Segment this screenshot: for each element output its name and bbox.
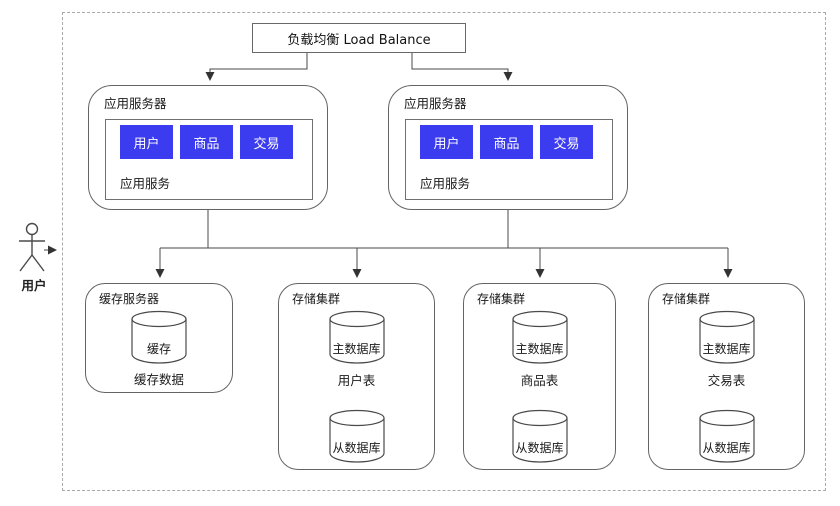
slave-db-cylinder: 从数据库: [511, 409, 568, 463]
user-actor-icon: [19, 222, 45, 272]
app-server-title: 应用服务器: [104, 96, 167, 111]
storage-title: 缓存服务器: [99, 292, 160, 306]
service-panel-label: 应用服务: [120, 176, 171, 191]
service-row: 用户 商品 交易: [420, 125, 593, 159]
cache-server-node: 缓存服务器 缓存 缓存数据: [85, 283, 233, 393]
user-actor: 用户: [12, 222, 56, 294]
database-cylinder-icon: [511, 310, 568, 364]
database-cylinder-icon: [511, 409, 568, 463]
storage-caption: 用户表: [337, 373, 376, 388]
service-chip-product: 商品: [480, 125, 533, 159]
database-cylinder-icon: [328, 310, 385, 364]
database-cylinder-icon: [328, 409, 385, 463]
cylinder-label: 从数据库: [515, 441, 564, 455]
storage-caption: 交易表: [707, 373, 746, 388]
app-server-node-1: 应用服务器 用户 商品 交易 应用服务: [88, 85, 328, 210]
app-server-title: 应用服务器: [404, 96, 467, 111]
service-chip-user: 用户: [120, 125, 173, 159]
service-chip-trade: 交易: [540, 125, 593, 159]
storage-title: 存储集群: [292, 292, 341, 306]
storage-caption: 商品表: [520, 373, 559, 388]
app-server-node-2: 应用服务器 用户 商品 交易 应用服务: [388, 85, 628, 210]
database-cylinder-icon: [131, 310, 187, 364]
database-cylinder-icon: [698, 409, 755, 463]
storage-cluster-node-trades: 存储集群 主数据库 交易表 从数据库: [648, 283, 805, 470]
service-chip-product: 商品: [180, 125, 233, 159]
load-balancer-label: 负载均衡 Load Balance: [287, 32, 431, 48]
cylinder-label: 从数据库: [702, 441, 751, 455]
storage-cluster-node-users: 存储集群 主数据库 用户表 从数据库: [278, 283, 435, 470]
load-balancer-node: 负载均衡 Load Balance: [252, 23, 466, 53]
slave-db-cylinder: 从数据库: [698, 409, 755, 463]
master-db-cylinder: 主数据库: [511, 310, 568, 364]
cylinder-label: 主数据库: [332, 342, 381, 356]
actor-label: 用户: [21, 278, 47, 293]
master-db-cylinder: 主数据库: [328, 310, 385, 364]
storage-caption: 缓存数据: [133, 372, 184, 387]
cache-cylinder: 缓存: [131, 310, 187, 364]
storage-title: 存储集群: [477, 292, 526, 306]
master-db-cylinder: 主数据库: [698, 310, 755, 364]
slave-db-cylinder: 从数据库: [328, 409, 385, 463]
cylinder-label: 主数据库: [702, 342, 751, 356]
service-chip-user: 用户: [420, 125, 473, 159]
service-chip-trade: 交易: [240, 125, 293, 159]
service-panel-label: 应用服务: [420, 176, 471, 191]
service-panel: 用户 商品 交易 应用服务: [105, 119, 313, 200]
service-row: 用户 商品 交易: [120, 125, 293, 159]
service-panel: 用户 商品 交易 应用服务: [405, 119, 613, 200]
cylinder-label: 缓存: [146, 342, 172, 356]
storage-cluster-node-products: 存储集群 主数据库 商品表 从数据库: [463, 283, 616, 470]
storage-title: 存储集群: [662, 292, 711, 306]
system-boundary: [62, 12, 826, 491]
cylinder-label: 主数据库: [515, 342, 564, 356]
cylinder-label: 从数据库: [332, 441, 381, 455]
database-cylinder-icon: [698, 310, 755, 364]
